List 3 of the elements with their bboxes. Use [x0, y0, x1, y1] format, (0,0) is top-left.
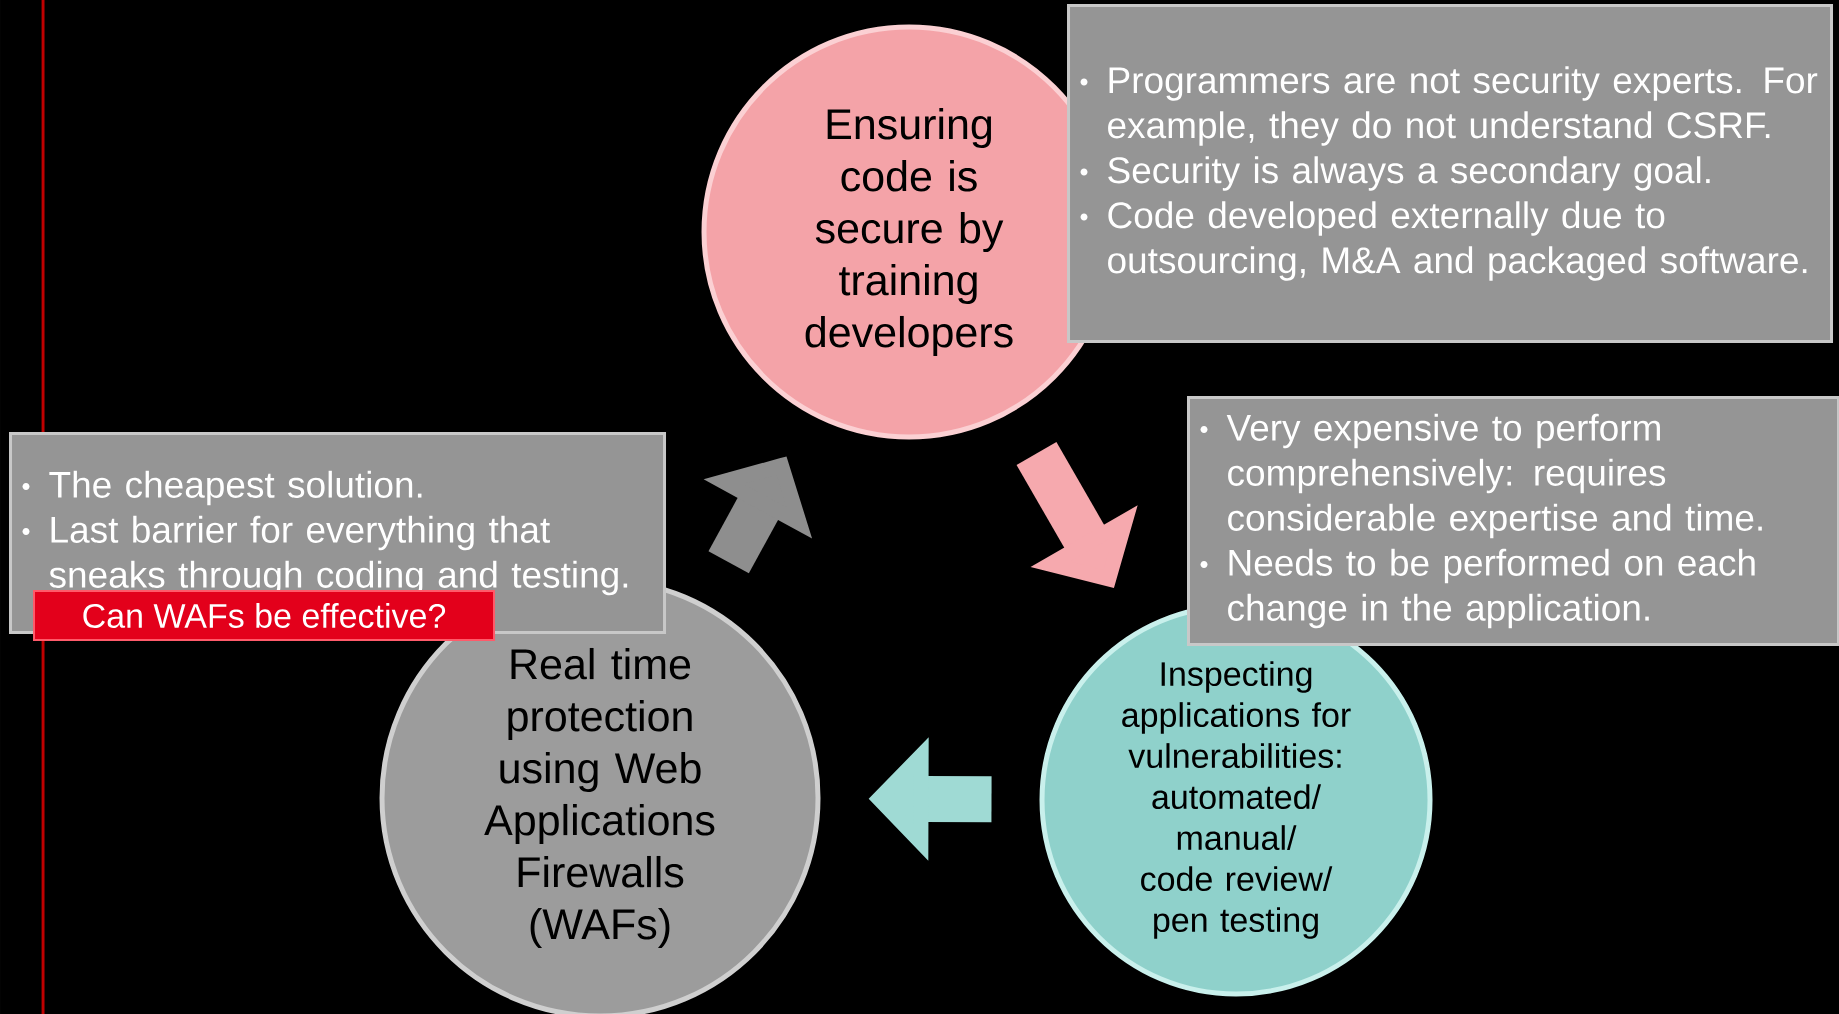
- bullet-box: Very expensive to perform comprehensively: requires considerable expertise and time. Needs to be performed on each change in the application.: [1187, 396, 1839, 646]
- callout-box: Can WAFs be effective?: [33, 590, 495, 641]
- bullet-box: Programmers are not security experts. For example, they do not understand CSRF. Security is always a secondary goal. Code developed externally due to outsourcing, M&A and packaged software.: [1067, 4, 1833, 343]
